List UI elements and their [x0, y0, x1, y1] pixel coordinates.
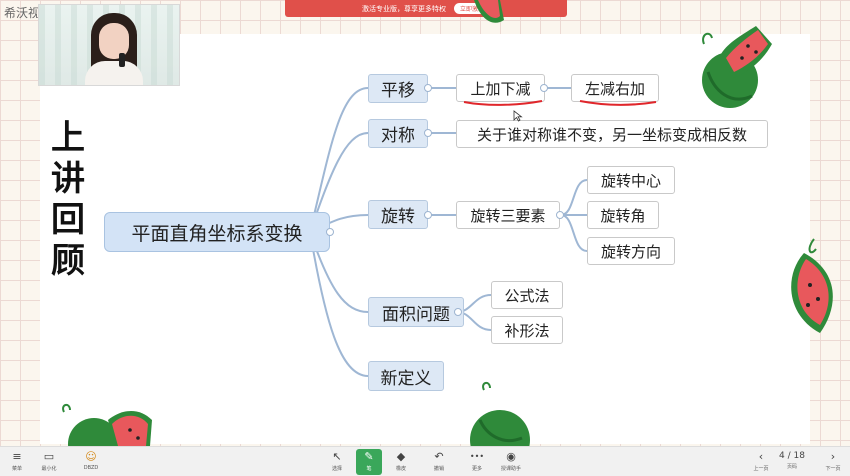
node-symmetry[interactable]: 对称	[368, 119, 428, 148]
node-area-complement[interactable]: 补形法	[491, 316, 563, 344]
node-translate-label: 平移	[381, 76, 415, 101]
page-indicator[interactable]: 4 / 18 页码	[772, 451, 812, 470]
node-rotation-child-label: 旋转三要素	[470, 205, 545, 226]
chevron-left-icon: ‹	[759, 449, 763, 465]
pen-icon: ✎	[364, 449, 373, 465]
page-label: 页码	[772, 463, 812, 470]
node-rotation-direction-label: 旋转方向	[601, 241, 661, 262]
chevron-right-icon: ›	[831, 449, 835, 465]
node-rotation-direction[interactable]: 旋转方向	[587, 237, 675, 265]
node-translate-grandchild[interactable]: 左减右加	[571, 74, 659, 102]
area-collapse-dot[interactable]	[454, 308, 462, 316]
node-symmetry-child[interactable]: 关于谁对称谁不变，另一坐标变成相反数	[456, 120, 768, 148]
root-collapse-dot[interactable]	[326, 228, 334, 236]
prev-page-label: 上一页	[753, 465, 768, 472]
undo-icon: ↶	[434, 449, 443, 465]
node-rotation[interactable]: 旋转	[368, 200, 428, 229]
node-symmetry-child-label: 关于谁对称谁不变，另一坐标变成相反数	[477, 124, 747, 145]
node-rotation-center-label: 旋转中心	[601, 170, 661, 191]
node-new-definition-label: 新定义	[381, 364, 432, 389]
node-translate-child[interactable]: 上加下减	[456, 74, 545, 102]
node-rotation-center[interactable]: 旋转中心	[587, 166, 675, 194]
next-page-button[interactable]: › 下一页	[820, 449, 846, 472]
translate-child-collapse-dot[interactable]	[540, 84, 548, 92]
node-rotation-label: 旋转	[381, 202, 415, 227]
microphone	[119, 53, 125, 67]
node-translate[interactable]: 平移	[368, 74, 428, 103]
bottom-toolbar: ≡ 菜单 ▭ 最小化 ☺ DBZD ↖ 选择 ✎ 笔 ◆ 橡皮 ↶ 撤销 •••…	[0, 446, 850, 476]
pen-tool-button[interactable]: ✎ 笔	[356, 449, 382, 475]
app-watermark: 希沃视	[4, 4, 40, 21]
upgrade-banner[interactable]: 激活专业版，尊享更多特权 立即激活	[285, 0, 567, 17]
activate-button[interactable]: 立即激活	[454, 3, 490, 14]
rotation-child-collapse-dot[interactable]	[556, 211, 564, 219]
teacher-body	[85, 61, 143, 86]
menu-label: 菜单	[12, 465, 22, 472]
node-area-label: 面积问题	[382, 300, 450, 325]
node-new-definition[interactable]: 新定义	[368, 361, 444, 391]
next-page-label: 下一页	[825, 465, 840, 472]
eraser-icon: ◆	[397, 449, 405, 465]
node-area-formula-label: 公式法	[504, 285, 549, 306]
node-rotation-angle-label: 旋转角	[600, 205, 645, 226]
node-translate-child-label: 上加下减	[470, 78, 530, 99]
menu-button[interactable]: ≡ 菜单	[4, 449, 30, 472]
mindmap-root[interactable]: 平面直角坐标系变换	[104, 212, 330, 252]
node-area[interactable]: 面积问题	[368, 297, 464, 327]
account-button[interactable]: ☺ DBZD	[78, 449, 104, 471]
menu-icon: ≡	[12, 449, 21, 465]
assistant-label: 授课助手	[501, 465, 521, 472]
teacher-video[interactable]	[38, 4, 180, 86]
prev-page-button[interactable]: ‹ 上一页	[748, 449, 774, 472]
pen-tool-label: 笔	[366, 465, 371, 472]
node-rotation-child[interactable]: 旋转三要素	[456, 201, 560, 229]
review-title-char: 上	[48, 118, 88, 159]
review-title-char: 讲	[48, 159, 88, 200]
node-rotation-angle[interactable]: 旋转角	[587, 201, 659, 229]
select-tool-label: 选择	[332, 465, 342, 472]
assistant-button[interactable]: ◉ 授课助手	[498, 449, 524, 472]
page-number: 4 / 18	[779, 451, 805, 461]
minimize-icon: ▭	[44, 449, 54, 465]
node-symmetry-label: 对称	[381, 121, 415, 146]
node-area-formula[interactable]: 公式法	[491, 281, 563, 309]
translate-collapse-dot[interactable]	[424, 84, 432, 92]
cursor-icon: ↖	[332, 449, 341, 465]
undo-button[interactable]: ↶ 撤销	[426, 449, 452, 472]
banner-text: 激活专业版，尊享更多特权	[362, 4, 446, 14]
review-title-char: 顾	[48, 241, 88, 282]
more-label: 更多	[472, 465, 482, 472]
avatar-icon: ☺	[85, 449, 96, 465]
root-label: 平面直角坐标系变换	[131, 219, 302, 246]
review-title: 上 讲 回 顾	[48, 118, 88, 282]
select-tool-button[interactable]: ↖ 选择	[324, 449, 350, 472]
minimize-label: 最小化	[41, 465, 56, 472]
node-translate-grandchild-label: 左减右加	[585, 78, 645, 99]
eraser-tool-label: 橡皮	[396, 465, 406, 472]
review-title-char: 回	[48, 200, 88, 241]
undo-label: 撤销	[434, 465, 444, 472]
node-area-complement-label: 补形法	[504, 320, 549, 341]
more-button[interactable]: ••• 更多	[464, 449, 490, 472]
rotation-collapse-dot[interactable]	[424, 211, 432, 219]
more-icon: •••	[470, 449, 484, 465]
eraser-tool-button[interactable]: ◆ 橡皮	[388, 449, 414, 472]
mic-icon: ◉	[506, 449, 516, 465]
minimize-button[interactable]: ▭ 最小化	[36, 449, 62, 472]
account-label: DBZD	[84, 465, 99, 471]
symmetry-collapse-dot[interactable]	[424, 129, 432, 137]
